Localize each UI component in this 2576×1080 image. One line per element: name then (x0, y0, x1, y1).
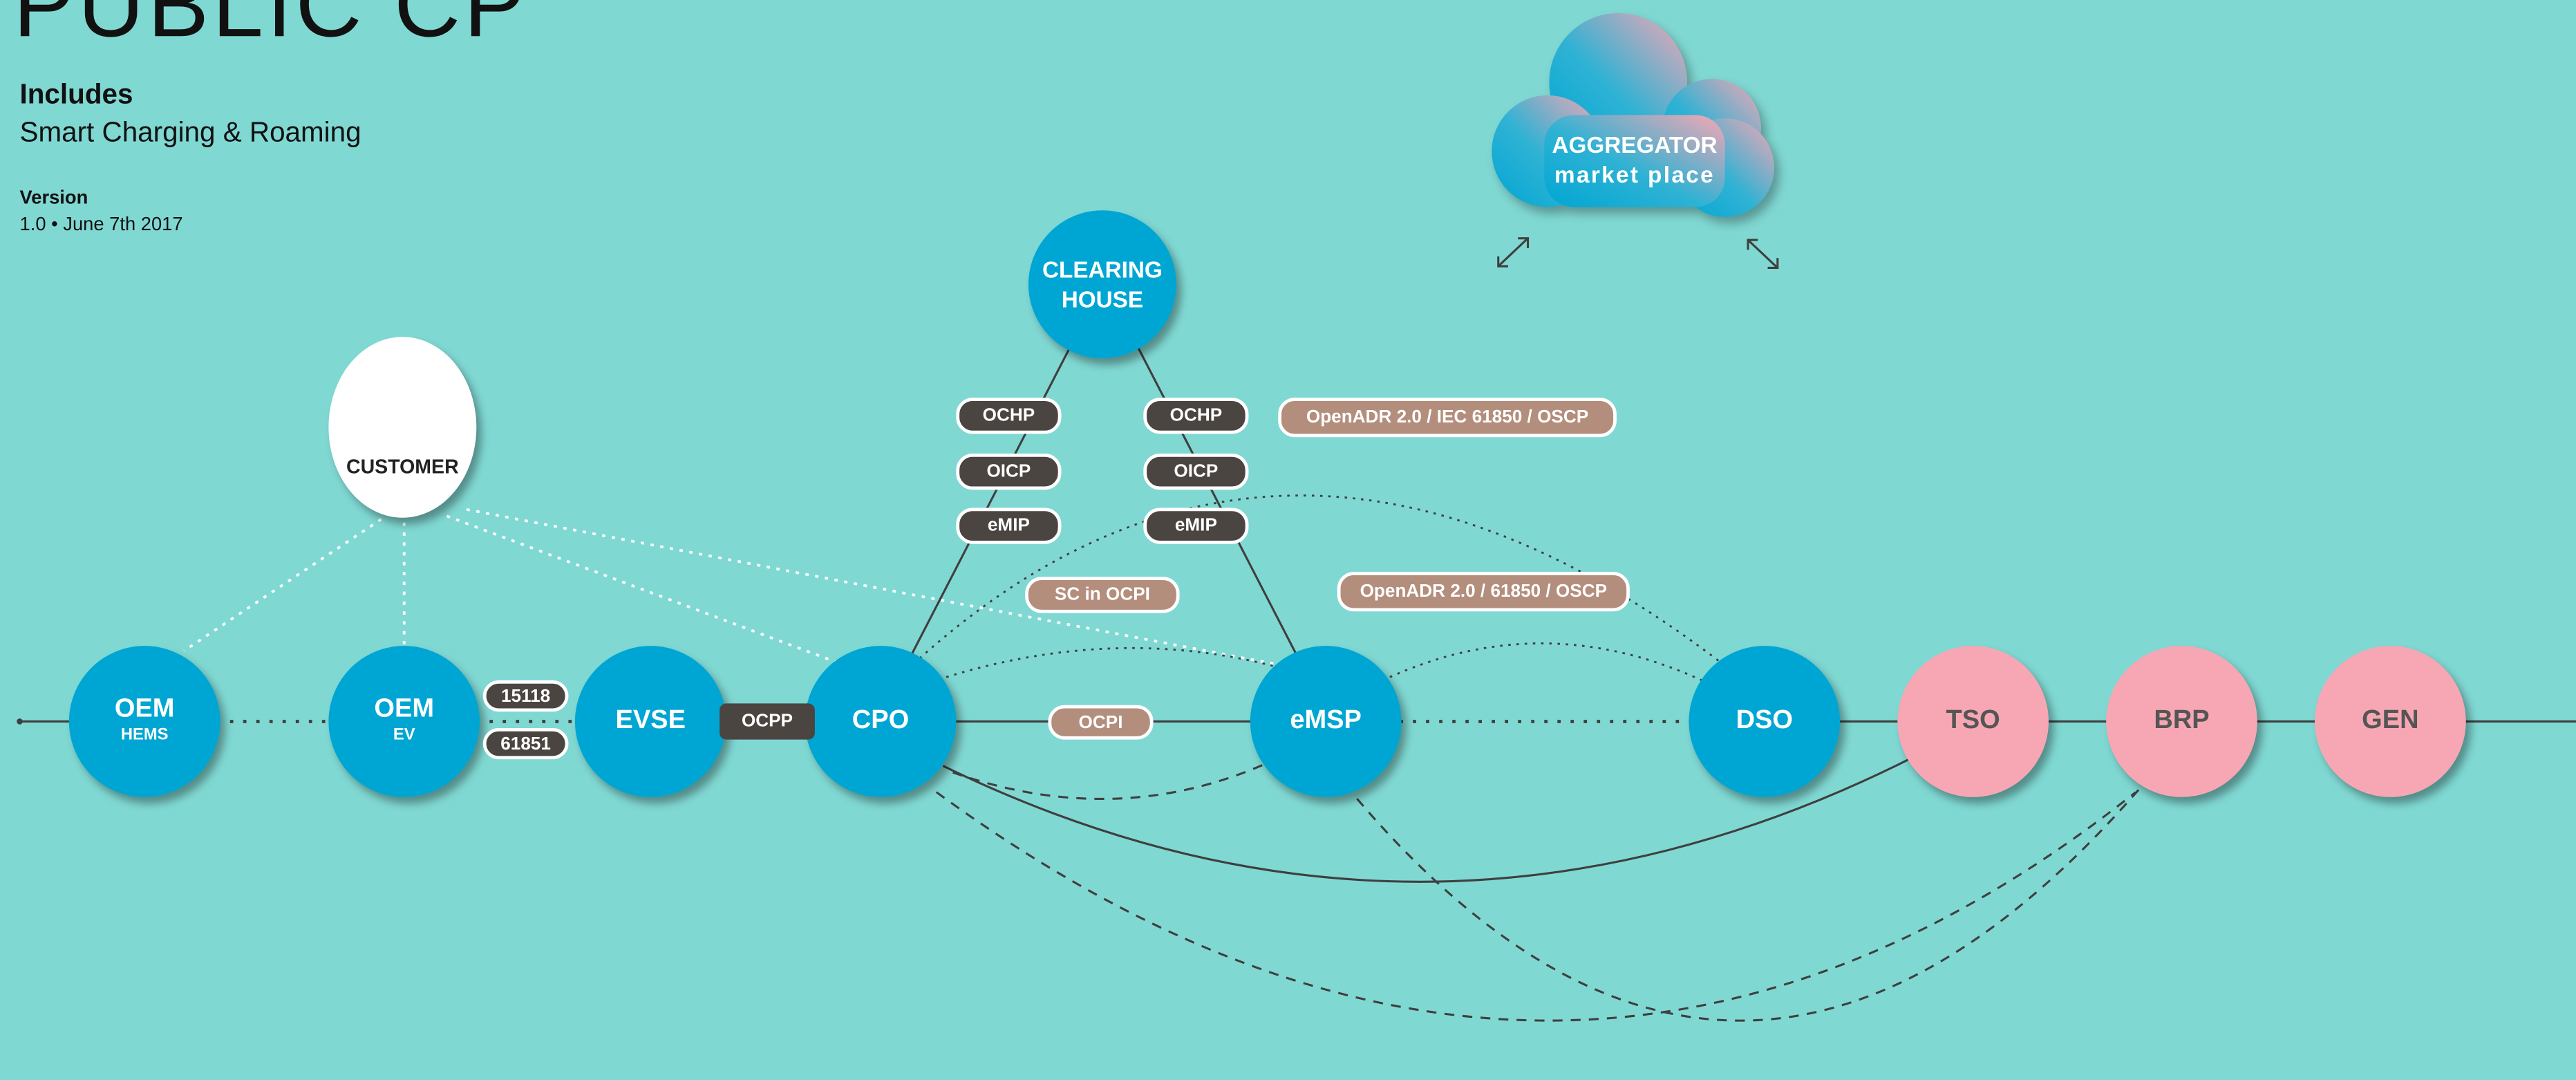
version-label: Version (19, 189, 88, 209)
gen-label: GEN (2362, 706, 2419, 734)
oem-hems-label: OEM (114, 696, 175, 724)
aggregator-arrow-left (1497, 237, 1530, 268)
aggregator-arrow-right (1747, 239, 1779, 269)
clearing-house-line2: HOUSE (1061, 285, 1144, 312)
evse-node[interactable]: EVSE (574, 646, 726, 797)
oem-ev-label: OEM (374, 696, 435, 724)
openadr-mid-badge: OpenADR 2.0 / 61850 / OSCP (1337, 572, 1630, 612)
brp-label: BRP (2154, 706, 2210, 734)
clearing-house-node[interactable]: CLEARING HOUSE (1028, 210, 1176, 359)
cpo-label: CPO (852, 706, 910, 734)
curve-cpo-tso-solid (942, 754, 1917, 883)
customer-node[interactable]: CUSTOMER (328, 337, 477, 518)
brp-node[interactable]: BRP (2106, 646, 2257, 797)
clearing-to-cpo (909, 344, 1073, 658)
left-emip-badge: eMIP (956, 508, 1062, 544)
curve-cpo-brp-dashed (935, 791, 2136, 1022)
curve-cpo-emsp-dashed (952, 761, 1269, 800)
curve-emsp-brp-dashed (1356, 785, 2143, 1022)
oem-hems-sublabel: HEMS (120, 726, 169, 745)
oem-hems-node[interactable]: OEM HEMS (68, 646, 220, 797)
oem-ev-node[interactable]: OEM EV (328, 646, 480, 797)
aggregator-cloud-icon (1492, 13, 1775, 217)
page-title: PUBLIC CP (13, 0, 529, 56)
arc-cpo-emsp (946, 646, 1279, 678)
axis-left-dot (17, 718, 23, 725)
aggregator-line2: market place (1554, 160, 1715, 187)
version-value: 1.0 • June 7th 2017 (19, 215, 183, 235)
gen-node[interactable]: GEN (2315, 646, 2466, 797)
customer-to-cpo (446, 514, 842, 666)
tso-node[interactable]: TSO (1897, 646, 2049, 797)
clearing-to-emsp (1136, 344, 1299, 658)
iec61851-badge: 61851 (482, 727, 569, 760)
includes-label: Includes (19, 79, 133, 111)
dso-node[interactable]: DSO (1689, 646, 1841, 797)
oem-ev-sublabel: EV (393, 726, 415, 745)
arc-emsp-dso (1389, 642, 1703, 682)
customer-to-hems (183, 518, 382, 652)
tso-label: TSO (1946, 706, 2000, 734)
openadr-top-badge: OpenADR 2.0 / IEC 61850 / OSCP (1278, 398, 1617, 438)
dso-label: DSO (1736, 706, 1793, 734)
iso15118-badge: 15118 (482, 680, 569, 712)
arc-cpo-dso-high (912, 494, 1720, 665)
emsp-node[interactable]: eMSP (1250, 646, 1402, 797)
aggregator-label: AGGREGATOR market place (1512, 131, 1758, 189)
emsp-label: eMSP (1290, 706, 1362, 734)
customer-label: CUSTOMER (346, 456, 459, 479)
aggregator-line1: AGGREGATOR (1552, 131, 1718, 158)
left-oicp-badge: OICP (956, 454, 1062, 490)
cpo-node[interactable]: CPO (805, 646, 957, 797)
right-ochp-badge: OCHP (1143, 398, 1249, 434)
includes-value: Smart Charging & Roaming (19, 116, 361, 148)
left-ochp-badge: OCHP (956, 398, 1062, 434)
right-oicp-badge: OICP (1143, 454, 1249, 490)
evse-label: EVSE (615, 706, 686, 734)
ocpi-badge: OCPI (1048, 705, 1154, 740)
clearing-house-line1: CLEARING (1042, 256, 1163, 283)
sc-in-ocpi-badge: SC in OCPI (1025, 577, 1180, 613)
right-emip-badge: eMIP (1143, 508, 1249, 544)
ocpp-badge: OCPP (720, 703, 815, 740)
